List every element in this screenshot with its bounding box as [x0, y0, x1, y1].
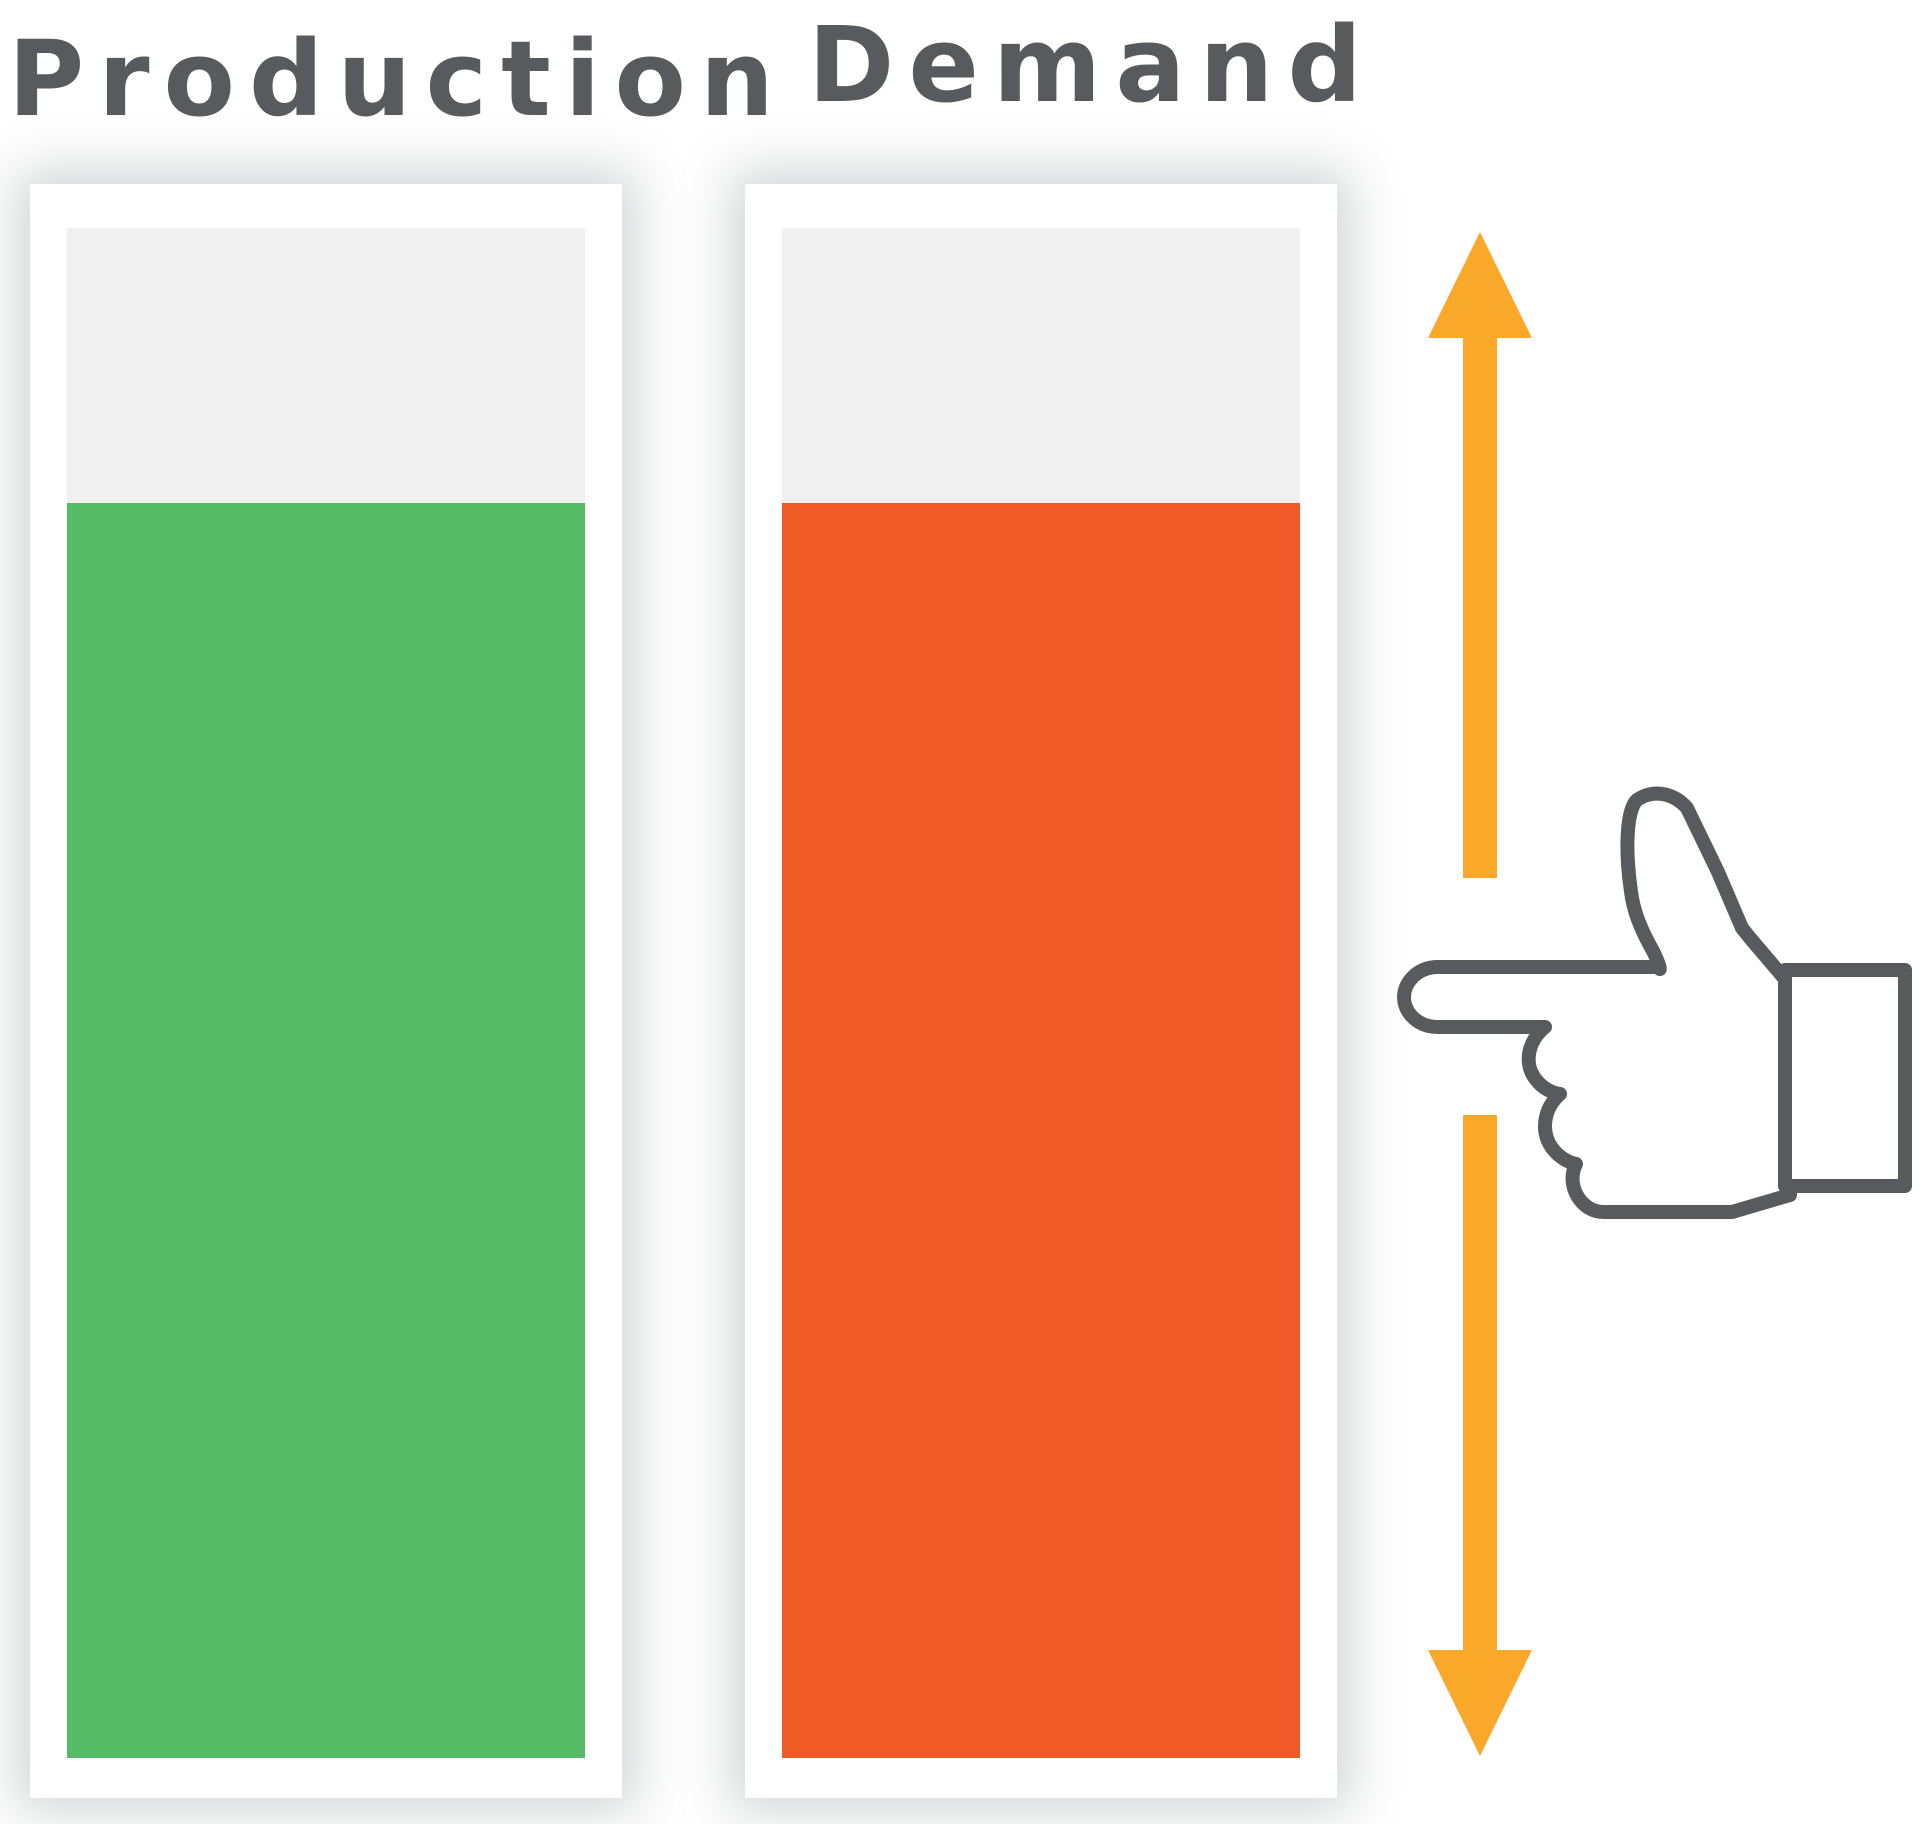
demand-tank: [745, 184, 1337, 1798]
hand-icon-cuff: [1778, 963, 1912, 1193]
production-label: Production: [8, 18, 788, 140]
up-down-arrow-icon: [1428, 232, 1532, 1756]
production-tank: [30, 184, 622, 1798]
demand-level-fill: [782, 503, 1300, 1758]
hand-icon-outline: [1397, 786, 1797, 1219]
pointing-hand-icon: [1397, 786, 1912, 1219]
production-level-fill: [67, 503, 585, 1758]
up-arrow-icon: [1428, 232, 1532, 878]
demand-tank-well: [782, 228, 1300, 1758]
production-tank-well: [67, 228, 585, 1758]
down-arrow-icon: [1428, 1115, 1532, 1756]
demand-label: Demand: [808, 4, 1376, 126]
